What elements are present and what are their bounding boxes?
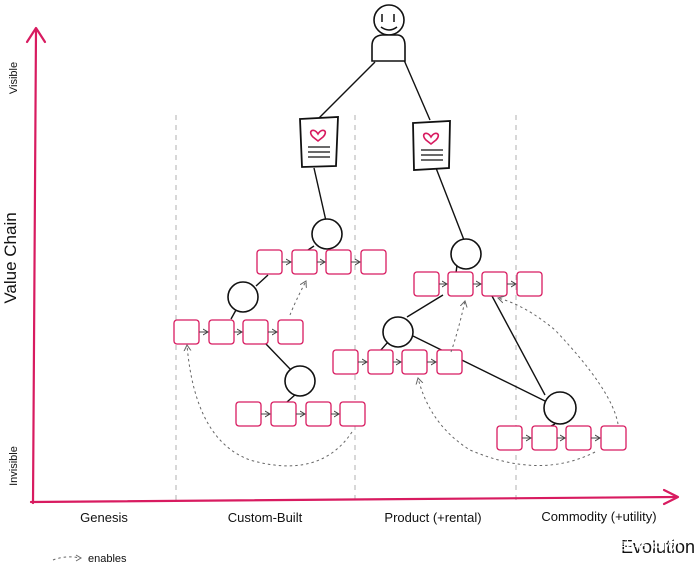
capability-row bbox=[173, 319, 304, 345]
capability-row bbox=[413, 271, 543, 297]
component-circle bbox=[382, 316, 414, 348]
enables-legend-arrow-icon bbox=[52, 556, 81, 561]
y-axis-label: Value Chain bbox=[1, 212, 20, 303]
link-box-node-d bbox=[265, 343, 292, 371]
link-user-doc-left bbox=[317, 61, 376, 120]
stage-label-genesis: Genesis bbox=[80, 510, 128, 525]
y-axis-bottom-label: Invisible bbox=[8, 446, 20, 486]
capability-box bbox=[481, 271, 508, 297]
watermark-text: 掘金技术社区 @ 数据智能老司机 bbox=[449, 535, 682, 553]
enables-arrow bbox=[187, 345, 353, 467]
capability-rows bbox=[173, 249, 627, 451]
legend: enables bbox=[52, 553, 127, 565]
component-circle bbox=[543, 391, 577, 425]
link-node-e-node-f bbox=[412, 335, 546, 402]
component-circle bbox=[227, 281, 259, 313]
value-chain-axis bbox=[31, 28, 38, 505]
component-circle bbox=[450, 238, 482, 270]
user-avatar-icon bbox=[371, 4, 406, 62]
enables-arrows bbox=[187, 281, 619, 467]
capability-box bbox=[291, 249, 318, 275]
capability-box bbox=[305, 401, 332, 427]
stage-label-commodity: Commodity (+utility) bbox=[541, 509, 656, 524]
link-node-c-box bbox=[230, 309, 237, 320]
capability-box bbox=[600, 425, 627, 451]
capability-box bbox=[413, 271, 440, 297]
link-doc-right-node bbox=[435, 167, 465, 241]
capability-row bbox=[332, 349, 463, 375]
capability-row bbox=[235, 401, 366, 427]
enables-arrow bbox=[450, 301, 465, 353]
component-circle bbox=[311, 218, 343, 250]
stage-label-product: Product (+rental) bbox=[384, 510, 481, 525]
capability-box bbox=[270, 401, 297, 427]
enables-arrow bbox=[498, 298, 619, 425]
capability-box bbox=[256, 249, 283, 275]
link-box-node-f bbox=[491, 295, 546, 396]
enables-arrow bbox=[418, 378, 596, 466]
capability-box bbox=[367, 349, 394, 375]
axes bbox=[25, 26, 680, 506]
x-axis-label: Evolution bbox=[621, 537, 695, 557]
requirement-document-icon bbox=[412, 120, 451, 171]
y-axis-top-label: Visible bbox=[8, 62, 20, 94]
capability-box bbox=[565, 425, 592, 451]
capability-box bbox=[235, 401, 262, 427]
value-chain-arrowhead-icon bbox=[25, 26, 47, 44]
evolution-axis bbox=[29, 495, 678, 504]
link-box-node-c bbox=[255, 274, 269, 287]
capability-box bbox=[496, 425, 523, 451]
component-circle bbox=[284, 365, 316, 397]
capability-box bbox=[277, 319, 304, 345]
evolution-arrowhead-icon bbox=[662, 488, 680, 506]
capability-box bbox=[516, 271, 543, 297]
capability-box bbox=[332, 349, 359, 375]
capability-box bbox=[208, 319, 235, 345]
capability-box bbox=[339, 401, 366, 427]
capability-box bbox=[173, 319, 200, 345]
components bbox=[227, 218, 577, 425]
capability-box bbox=[325, 249, 352, 275]
capability-box bbox=[360, 249, 387, 275]
enables-arrow bbox=[289, 281, 306, 316]
capability-box bbox=[401, 349, 428, 375]
capability-box bbox=[436, 349, 463, 375]
stage-separators bbox=[175, 115, 517, 502]
capability-box bbox=[242, 319, 269, 345]
link-user-doc-right bbox=[403, 59, 431, 121]
link-doc-left-node bbox=[313, 167, 327, 222]
capability-row bbox=[256, 249, 387, 275]
capability-box bbox=[447, 271, 474, 297]
requirement-document-icon bbox=[299, 116, 339, 168]
stage-label-custom-built: Custom-Built bbox=[228, 510, 303, 525]
capability-row bbox=[496, 425, 627, 451]
link-node-e-box bbox=[406, 294, 444, 318]
legend-enables-label: enables bbox=[88, 553, 127, 565]
capability-box bbox=[531, 425, 558, 451]
